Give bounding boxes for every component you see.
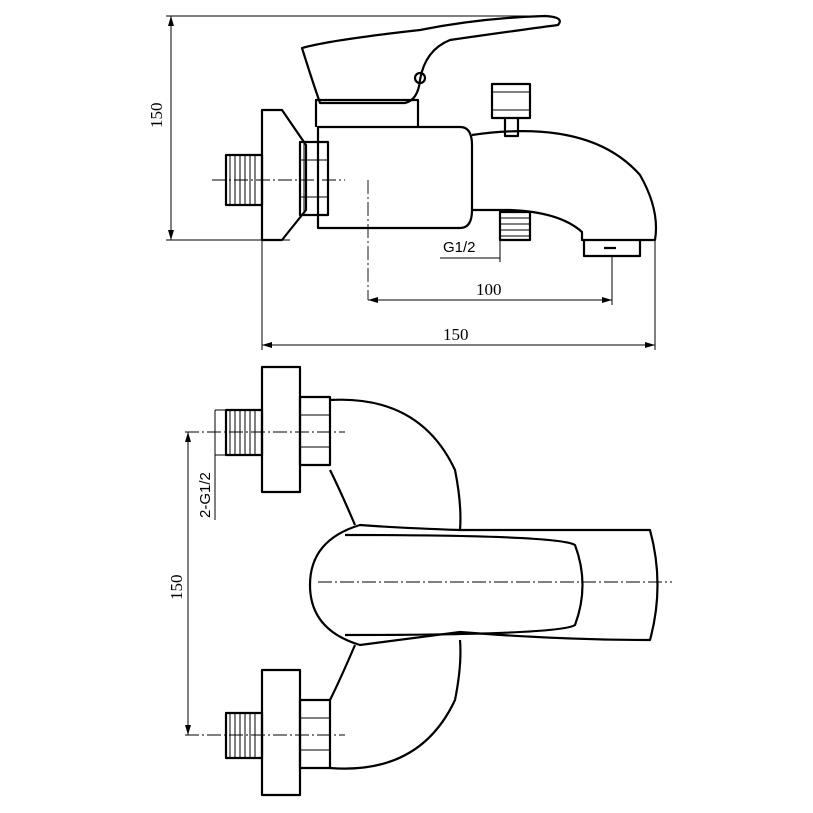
inlet-label: 2-G1/2 [197, 472, 214, 518]
lever-handle [300, 14, 561, 105]
aerator [582, 240, 642, 258]
upper-inlet [185, 365, 345, 494]
height-dimension: 150 [147, 15, 540, 241]
mixer-body-plan [329, 398, 462, 770]
height-dim-label: 150 [147, 103, 166, 129]
thread-label: G1/2 [443, 239, 476, 256]
spout [471, 130, 658, 242]
lever-handle-plan [308, 523, 659, 647]
handle-recess [344, 533, 584, 637]
side-view: 150 [147, 14, 658, 350]
handle-screw [413, 71, 427, 85]
mixer-body [316, 125, 474, 230]
diverter-knob [490, 82, 532, 138]
spout-dim-label: 100 [476, 280, 502, 299]
lower-inlet [185, 668, 345, 797]
shower-outlet-thread [498, 210, 532, 242]
hex-nut [298, 140, 330, 217]
cartridge [314, 98, 420, 127]
depth-dim-label: 150 [443, 325, 469, 344]
inlet-spacing-label: 150 [167, 575, 186, 601]
plan-view: 2-G1/2 150 [167, 365, 672, 797]
